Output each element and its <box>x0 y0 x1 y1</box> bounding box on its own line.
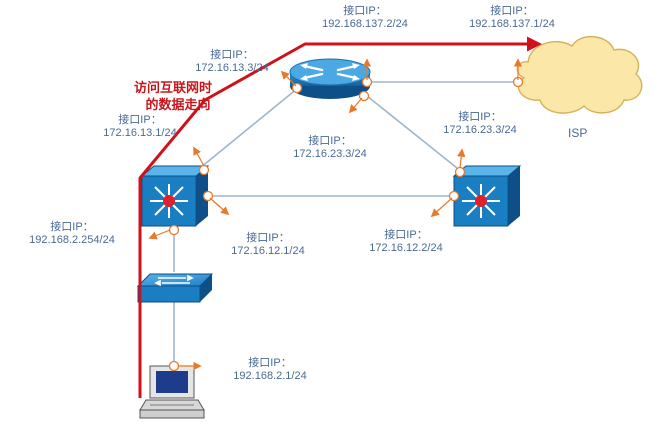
isp-label: ISP <box>568 126 588 140</box>
iface-caption: 接口IP： <box>458 111 502 123</box>
iface-label-pc: 接口IP： 192.168.2.1/24 <box>233 357 306 383</box>
iface-label-r-rs: 接口IP： 172.16.23.3/24 <box>293 135 366 161</box>
iface-label-rs-r: 接口IP： 172.16.23.3/24 <box>443 111 516 137</box>
left-l3-switch <box>140 165 210 227</box>
access-switch <box>136 273 214 303</box>
network-links <box>173 81 520 366</box>
iface-ip: 172.16.12.1/24 <box>231 245 305 257</box>
iface-caption: 接口IP： <box>118 114 162 126</box>
pc-workstation <box>139 365 205 419</box>
port-left-router <box>198 164 210 176</box>
port-router-left <box>291 82 303 94</box>
port-pc <box>168 360 180 372</box>
data-flow-title-line1: 访问互联网时 <box>134 81 213 96</box>
data-flow-path <box>138 36 542 398</box>
iface-label-r-ls: 接口IP： 172.16.13.3/24 <box>195 49 268 75</box>
iface-label-ls-rs: 接口IP： 172.16.12.1/24 <box>231 232 304 258</box>
port-right-router <box>454 166 466 178</box>
callout-arrows <box>148 58 523 371</box>
iface-ip: 172.16.23.3/24 <box>443 124 517 136</box>
iface-ip: 172.16.23.3/24 <box>293 148 367 160</box>
data-flow-title: 访问互联网时 的数据走向 <box>134 80 212 114</box>
right-l3-switch <box>452 165 522 227</box>
iface-ip: 172.16.13.1/24 <box>103 127 177 139</box>
iface-ip: 192.168.137.2/24 <box>322 18 408 30</box>
iface-label-rs-ls: 接口IP： 172.16.12.2/24 <box>369 229 442 255</box>
iface-label-r-isp: 接口IP： 192.168.137.2/24 <box>322 5 408 31</box>
port-left-access <box>168 224 180 236</box>
iface-ip: 172.16.12.2/24 <box>369 242 443 254</box>
iface-ip: 192.168.2.254/24 <box>29 234 115 246</box>
isp-cloud <box>516 36 643 114</box>
iface-ip: 192.168.137.1/24 <box>469 18 555 30</box>
router <box>289 58 371 99</box>
data-flow-title-line2: 的数据走向 <box>145 98 211 113</box>
iface-caption: 接口IP： <box>248 357 292 369</box>
iface-caption: 接口IP： <box>50 221 94 233</box>
iface-label-isp-r: 接口IP： 192.168.137.1/24 <box>469 5 555 31</box>
iface-caption: 接口IP： <box>210 49 254 61</box>
iface-ip: 192.168.2.1/24 <box>233 370 307 382</box>
iface-caption: 接口IP： <box>490 5 534 17</box>
iface-label-ls-r: 接口IP： 172.16.13.1/24 <box>103 114 176 140</box>
link-router-right-switch <box>361 91 463 173</box>
link-router-left-switch <box>199 87 299 169</box>
iface-caption: 接口IP： <box>343 5 387 17</box>
iface-ip: 172.16.13.3/24 <box>195 62 269 74</box>
iface-label-ls-sw: 接口IP： 192.168.2.254/24 <box>29 221 115 247</box>
iface-caption: 接口IP： <box>308 135 352 147</box>
iface-caption: 接口IP： <box>384 229 428 241</box>
iface-caption: 接口IP： <box>246 232 290 244</box>
